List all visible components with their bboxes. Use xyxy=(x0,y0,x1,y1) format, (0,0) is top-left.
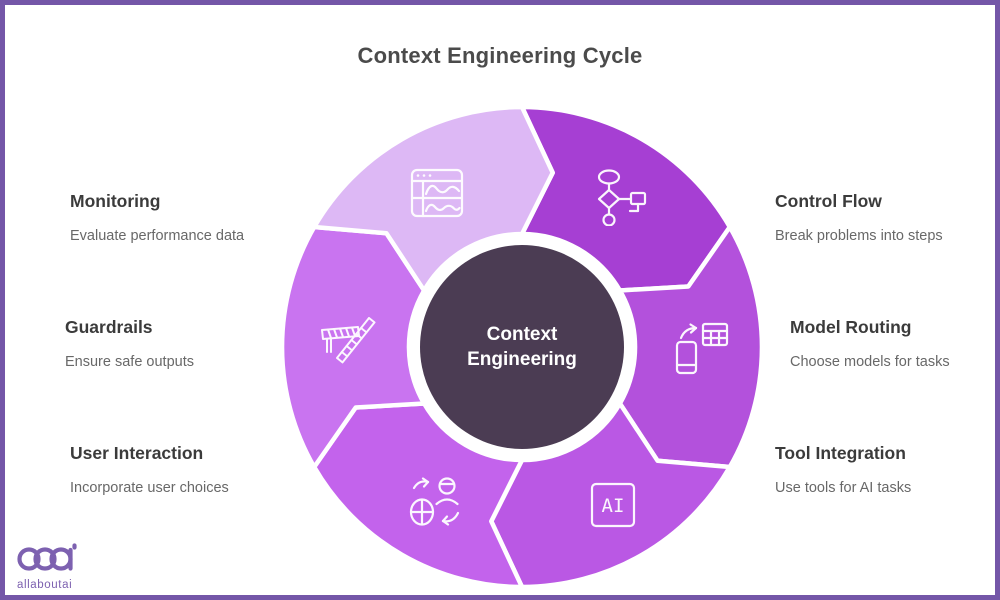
user-exchange-icon xyxy=(407,475,465,529)
monitoring-description: Evaluate performance data xyxy=(70,228,245,244)
tool-integration-description: Use tools for AI tasks xyxy=(775,480,912,496)
allaboutai-logo-text: allaboutai xyxy=(17,579,73,591)
control-flow-heading: Control Flow xyxy=(775,191,882,211)
user-interaction-description: Incorporate user choices xyxy=(70,480,229,496)
label-user-interaction: User Interaction Incorporate user choice… xyxy=(70,443,229,496)
center-circle xyxy=(420,245,624,449)
label-tool-integration: Tool Integration Use tools for AI tasks xyxy=(775,443,911,496)
ai-box-icon-text: AI xyxy=(602,495,625,517)
monitoring-heading: Monitoring xyxy=(70,191,161,211)
cycle-wheel xyxy=(279,104,765,590)
allaboutai-logo: allaboutai xyxy=(17,543,81,591)
label-control-flow: Control Flow Break problems into steps xyxy=(775,191,943,244)
allaboutai-logo-mark xyxy=(17,543,77,571)
label-model-routing: Model Routing Choose models for tasks xyxy=(790,317,950,370)
tool-integration-heading: Tool Integration xyxy=(775,443,906,463)
page-title: Context Engineering Cycle xyxy=(357,43,643,68)
barrier-icon xyxy=(319,308,379,364)
label-monitoring: Monitoring Evaluate performance data xyxy=(70,191,244,244)
user-interaction-heading: User Interaction xyxy=(70,443,204,463)
model-routing-heading: Model Routing xyxy=(790,317,912,337)
device-table-icon xyxy=(672,321,730,377)
center-label: Context Engineering xyxy=(467,322,577,372)
control-flow-description: Break problems into steps xyxy=(775,228,943,244)
center-label-line2: Engineering xyxy=(467,349,577,370)
label-guardrails: Guardrails Ensure safe outputs xyxy=(65,317,194,370)
browser-waves-icon xyxy=(409,167,465,219)
flowchart-icon xyxy=(589,168,649,226)
guardrails-description: Ensure safe outputs xyxy=(65,354,194,370)
model-routing-description: Choose models for tasks xyxy=(790,354,950,370)
center-label-line1: Context xyxy=(486,324,558,345)
guardrails-heading: Guardrails xyxy=(65,317,153,337)
ai-box-icon: AI xyxy=(589,481,637,529)
